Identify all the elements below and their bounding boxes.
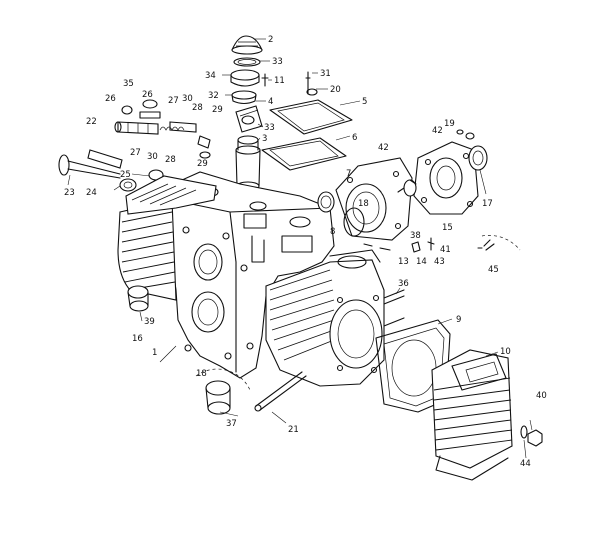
bolts-19-42 [456, 129, 475, 140]
callout-15: 15 [442, 223, 453, 233]
callout-6: 6 [352, 133, 357, 143]
callout-16: 16 [132, 334, 143, 344]
seal-8 [317, 191, 335, 213]
callout-26a: 26 [105, 94, 116, 104]
callout-25: 25 [120, 170, 131, 180]
callout-18a: 18 [358, 199, 369, 209]
callout-20: 20 [330, 85, 341, 95]
cylinder-head-10 [431, 349, 513, 481]
callout-2: 2 [268, 35, 273, 45]
callout-11: 11 [274, 76, 285, 86]
callout-3: 3 [262, 134, 267, 144]
leader-lines [67, 38, 533, 459]
breather-cap [231, 35, 263, 55]
seal-25 [119, 169, 164, 192]
callout-8: 8 [330, 227, 335, 237]
callout-43: 43 [434, 257, 445, 267]
tube-3 [235, 135, 261, 191]
callout-27a: 27 [168, 96, 179, 106]
callout-28b: 28 [165, 155, 176, 165]
callout-30b: 30 [147, 152, 158, 162]
gasket-38 [343, 207, 365, 237]
callout-30a: 30 [182, 94, 193, 104]
callout-34: 34 [205, 71, 216, 81]
callout-19: 19 [444, 119, 455, 129]
gasket-5 [269, 99, 353, 135]
callout-1: 1 [152, 348, 157, 358]
screw-11 [261, 73, 269, 87]
callout-29b: 29 [197, 159, 208, 169]
callout-24: 24 [86, 188, 97, 198]
callout-22: 22 [86, 117, 97, 127]
callout-35: 35 [123, 79, 134, 89]
callout-28a: 28 [192, 103, 203, 113]
callout-32: 32 [208, 91, 219, 101]
callout-38: 38 [410, 231, 421, 241]
callout-5: 5 [362, 97, 367, 107]
callout-14: 14 [416, 257, 427, 267]
callout-labels: 2 33 34 11 31 20 32 4 5 35 26 26 27 30 2… [64, 35, 547, 469]
bearing-plate [413, 141, 479, 215]
studs-36 [383, 289, 405, 327]
seal-17 [468, 145, 488, 171]
cover-plate-6 [261, 137, 347, 171]
breather-valve-4 [235, 105, 263, 133]
spring [159, 126, 185, 131]
cover-34 [230, 69, 260, 87]
callout-21: 21 [288, 425, 299, 435]
callout-36: 36 [398, 279, 409, 289]
callout-39: 39 [144, 317, 155, 327]
valve-22 [58, 154, 121, 179]
callout-45: 45 [488, 265, 499, 275]
callout-37: 37 [226, 419, 237, 429]
gear-cover-7 [335, 157, 413, 241]
bearing-37 [205, 380, 231, 415]
left-cylinder-fins [117, 175, 217, 301]
callout-23: 23 [64, 188, 75, 198]
cap-32 [231, 90, 257, 105]
callout-33a: 33 [272, 57, 283, 67]
callout-31: 31 [320, 69, 331, 79]
callout-40: 40 [536, 391, 547, 401]
callout-44: 44 [520, 459, 531, 469]
callout-42b: 42 [378, 143, 389, 153]
callout-7: 7 [346, 169, 351, 179]
callout-26b: 26 [142, 90, 153, 100]
callout-10: 10 [500, 347, 511, 357]
callout-29: 29 [212, 105, 223, 115]
small-parts-41-43-45 [411, 237, 495, 253]
bearing-39 [127, 285, 149, 312]
callout-4: 4 [268, 97, 273, 107]
callout-18b: 18 [196, 369, 207, 379]
o-ring-33 [233, 57, 261, 67]
right-cylinder [265, 249, 385, 387]
callout-9: 9 [456, 315, 461, 325]
callout-41: 41 [440, 245, 451, 255]
callout-17: 17 [482, 199, 493, 209]
valve-guide [87, 149, 123, 169]
bolts-13-14 [363, 243, 391, 251]
callout-13: 13 [398, 257, 409, 267]
washer-20 [306, 88, 318, 96]
bushing [397, 179, 417, 197]
callout-27b: 27 [130, 148, 141, 158]
rod-21 [254, 371, 307, 412]
bolt-31 [305, 71, 311, 95]
crankcase-block [169, 171, 335, 379]
nut-40-washer-44 [520, 425, 543, 447]
callout-33b: 33 [264, 123, 275, 133]
reference-circles [195, 235, 521, 391]
callout-42a: 42 [432, 126, 443, 136]
